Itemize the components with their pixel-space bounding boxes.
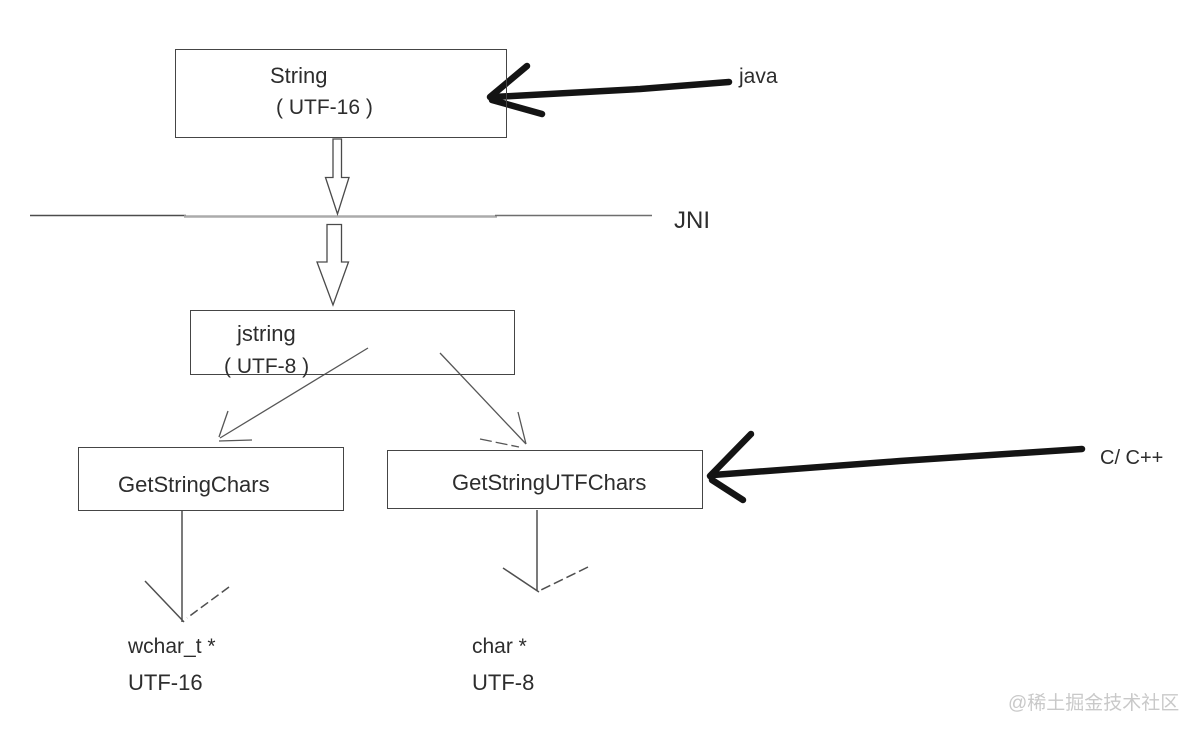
java-layer-label: java xyxy=(739,65,778,88)
getstringutfchars-node: GetStringUTFChars xyxy=(387,450,703,509)
arrow-jstring-to-getstringchars xyxy=(218,347,369,442)
block-arrow-jni-to-jstring xyxy=(316,223,350,307)
watermark: @稀土掘金技术社区 xyxy=(1008,693,1180,714)
arrow-barb xyxy=(479,438,520,448)
block-arrow-string-to-jni xyxy=(324,138,350,217)
arrow-getstringchars-to-wchar xyxy=(144,511,230,623)
arrow-barb xyxy=(218,410,229,438)
jstring-node: jstring ( UTF-8 ) xyxy=(190,310,515,378)
arrow-barb xyxy=(218,439,253,442)
java-annotation-arrow xyxy=(486,62,733,118)
arrow-shaft xyxy=(439,352,527,445)
arrow-jstring-to-getstringutfchars xyxy=(439,352,527,448)
cpp-layer-label: C/ C++ xyxy=(1100,447,1164,469)
arrow-barb xyxy=(708,476,747,504)
string-node-title: String xyxy=(270,63,328,88)
arrow-barb xyxy=(186,586,230,619)
char-result-type-label: char * xyxy=(472,635,527,658)
arrow-barb xyxy=(502,567,540,593)
arrow-getstringutfchars-to-char xyxy=(502,510,589,593)
arrow-barb xyxy=(706,430,755,480)
getstringchars-label: GetStringChars xyxy=(118,472,270,497)
arrow-barb xyxy=(540,566,589,591)
jstring-node-title: jstring xyxy=(237,321,296,346)
string-node-encoding: ( UTF-16 ) xyxy=(276,96,373,119)
jstring-node-encoding: ( UTF-8 ) xyxy=(224,355,310,378)
cpp-annotation-arrow xyxy=(706,430,1086,504)
arrow-shaft xyxy=(490,78,733,101)
jni-layer-label: JNI xyxy=(674,207,710,234)
jni-boundary-line xyxy=(30,214,652,218)
arrow-barb xyxy=(517,411,527,445)
arrow-barb xyxy=(486,62,531,101)
arrow-barb xyxy=(144,580,185,623)
wchar-result-encoding-label: UTF-16 xyxy=(128,670,203,695)
wchar-result-type-label: wchar_t * xyxy=(128,635,216,658)
arrow-shaft xyxy=(219,347,369,439)
arrow-shaft xyxy=(709,445,1086,479)
string-node: String ( UTF-16 ) xyxy=(175,49,507,138)
char-result-encoding-label: UTF-8 xyxy=(472,670,535,695)
getstringutfchars-label: GetStringUTFChars xyxy=(452,470,647,495)
arrow-barb xyxy=(488,96,546,118)
getstringchars-node: GetStringChars xyxy=(78,447,344,511)
